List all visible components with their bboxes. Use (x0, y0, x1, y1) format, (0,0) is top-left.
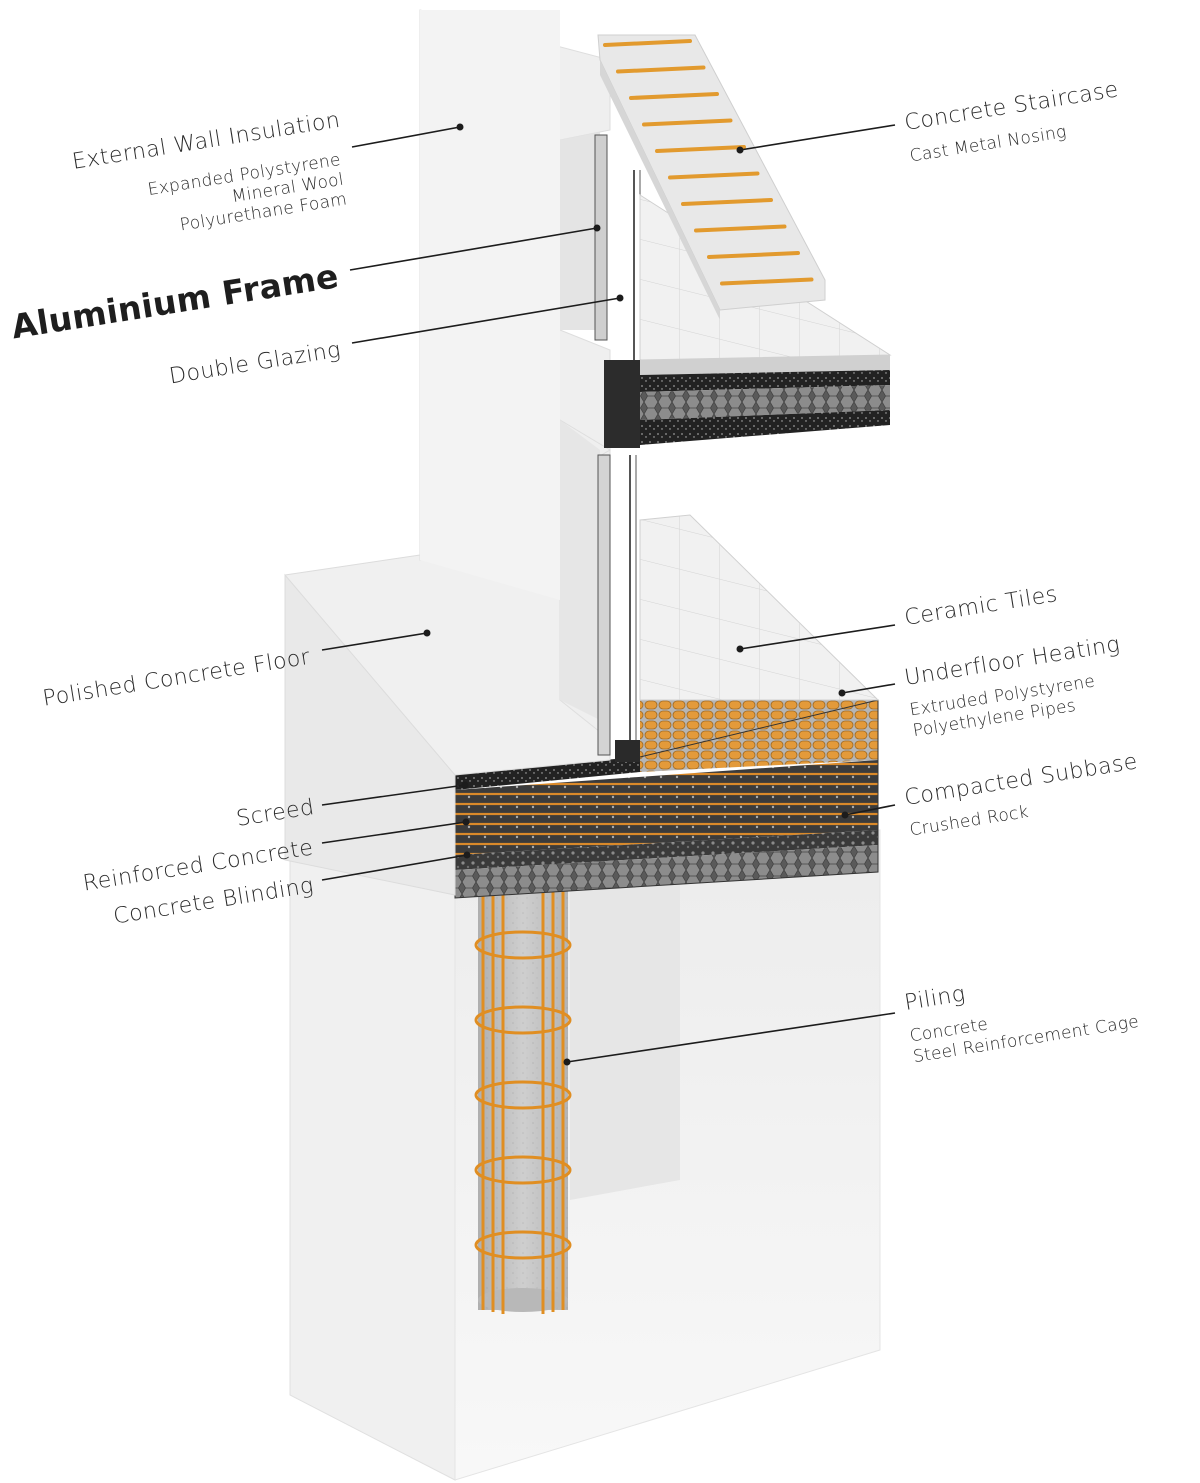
stair-nosing (616, 65, 706, 74)
stair-nosing (694, 224, 787, 233)
label-compacted-subbase: Compacted Subbase Crushed Rock (841, 749, 1140, 841)
polished-concrete-floor-label: Polished Concrete Floor (41, 645, 312, 712)
stair-nosing (720, 277, 814, 286)
label-wall-insulation: External Wall Insulation Expanded Polyst… (71, 108, 464, 235)
pile (474, 880, 572, 1314)
label-concrete-staircase: Concrete Staircase Cast Metal Nosing (736, 77, 1121, 166)
ground-block (289, 829, 881, 1481)
stair-nosing (655, 145, 746, 153)
concrete-staircase (597, 34, 826, 320)
stair-nosing (603, 39, 692, 47)
stair-nosing (707, 251, 800, 259)
piling-title: Piling (903, 982, 967, 1016)
double-glazing-label: Double Glazing (167, 338, 342, 390)
floor-slab-layers (454, 699, 879, 899)
stair-nosing (668, 171, 760, 180)
compacted-subbase-title: Compacted Subbase (903, 749, 1140, 811)
concrete-staircase-title: Concrete Staircase (903, 77, 1121, 136)
aluminium-frame-label: Aluminium Frame (9, 256, 342, 346)
stair-nosing (681, 198, 773, 206)
label-underfloor-heating: Underfloor Heating Extruded Polystyrene … (838, 632, 1122, 741)
compacted-subbase-item-1: Crushed Rock (908, 802, 1030, 841)
stair-nosing (642, 118, 733, 127)
ground-floor-tiles (639, 514, 880, 701)
window-lower (597, 454, 640, 762)
polished-concrete-floor (284, 554, 611, 896)
stair-nosing (629, 92, 719, 100)
ceramic-tiles-label: Ceramic Tiles (903, 582, 1060, 631)
reinforcement-cage (474, 890, 572, 1314)
window-upper (594, 134, 641, 360)
